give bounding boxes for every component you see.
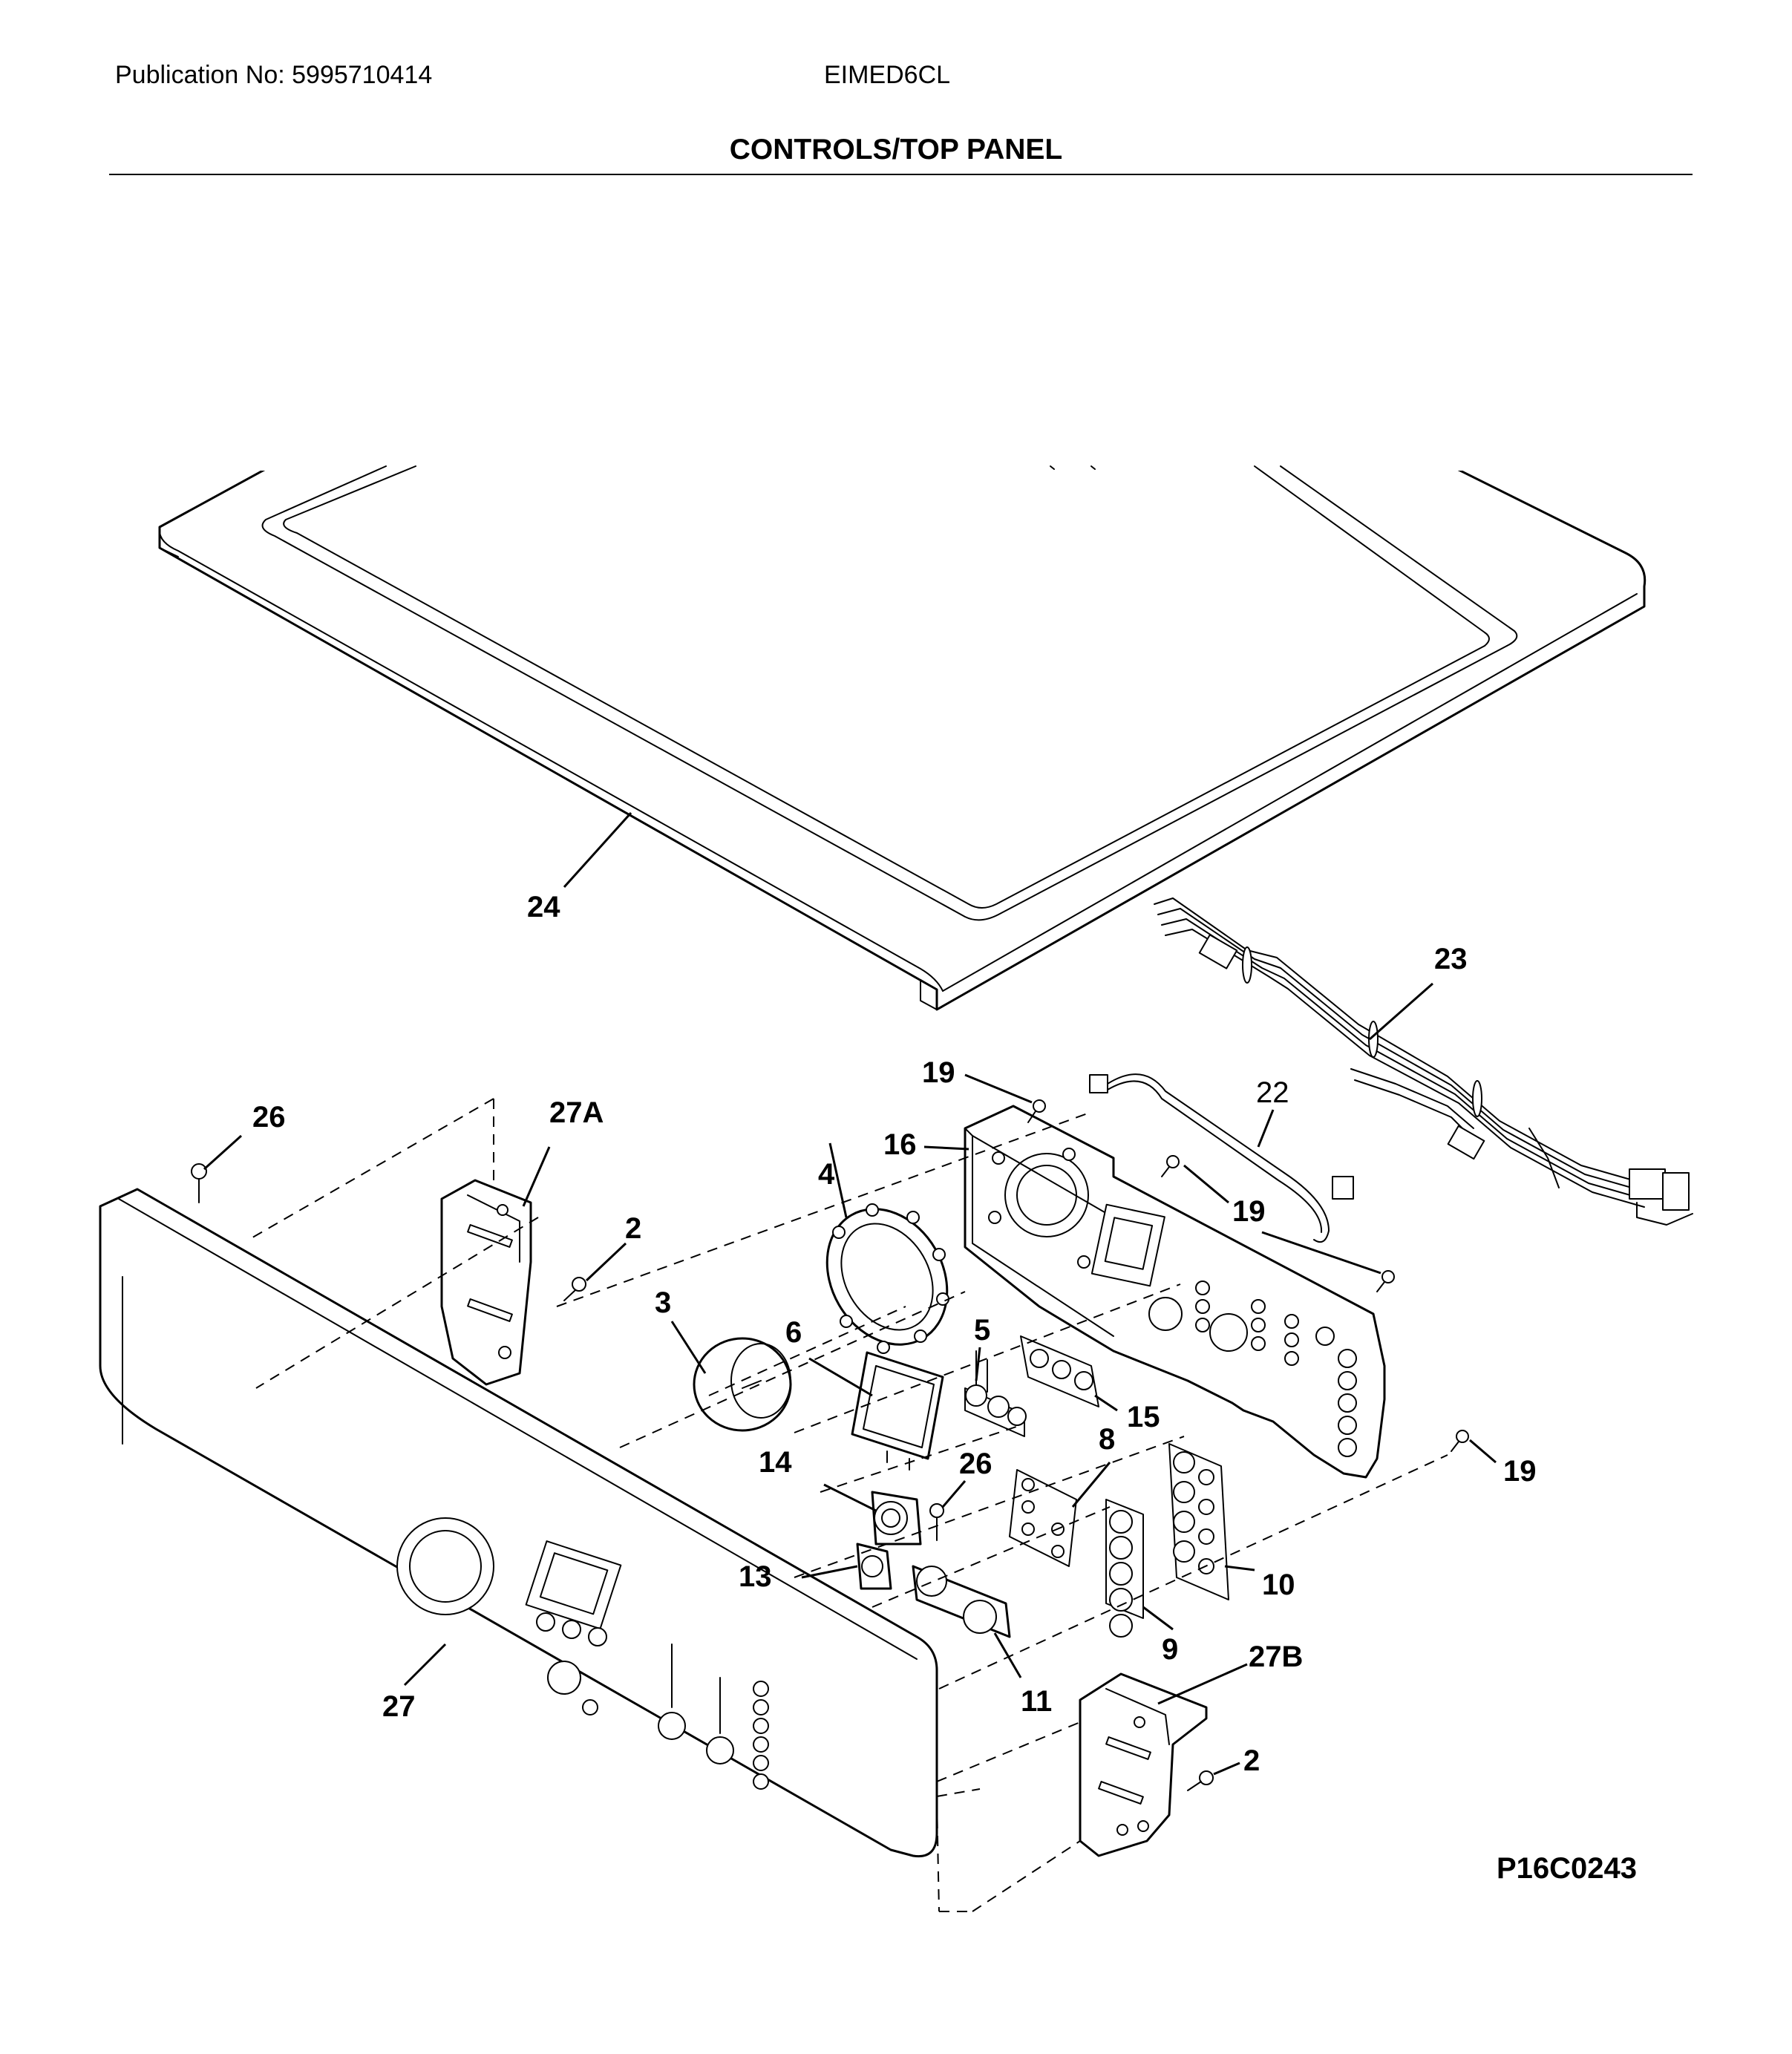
callout-4: 4 [818, 1158, 835, 1191]
knob-base-14 [871, 1491, 922, 1546]
section-title: CONTROLS/TOP PANEL [729, 134, 1063, 166]
callout-19-right: 19 [1503, 1455, 1537, 1488]
callout-23: 23 [1434, 943, 1468, 975]
callout-3: 3 [655, 1286, 671, 1319]
bracket-27b [1079, 1672, 1208, 1857]
screw-19b [1161, 1155, 1180, 1177]
publication-number: Publication No: 5995710414 [115, 61, 433, 89]
screw-26b [929, 1503, 944, 1541]
lens-6 [851, 1351, 944, 1471]
buttons-11 [912, 1565, 1011, 1638]
screw-2a [563, 1277, 586, 1301]
button-block-15 [1020, 1335, 1099, 1407]
assembly-lines [248, 1098, 1448, 1912]
callout-13: 13 [739, 1560, 772, 1593]
callout-15: 15 [1127, 1401, 1160, 1433]
drawing-code: P16C0243 [1497, 1852, 1637, 1885]
callout-8: 8 [1099, 1423, 1115, 1456]
callout-27b: 27B [1249, 1641, 1303, 1673]
callout-19-top: 19 [922, 1056, 955, 1089]
callout-16: 16 [883, 1128, 917, 1161]
callout-22: 22 [1256, 1076, 1289, 1109]
callout-27a: 27A [549, 1096, 604, 1129]
callout-2-upper: 2 [625, 1212, 641, 1245]
header-rule [109, 174, 1693, 175]
encoder-13 [856, 1543, 892, 1590]
wire-22 [1089, 1073, 1354, 1243]
callout-14: 14 [759, 1446, 792, 1479]
button-5 [964, 1350, 1027, 1437]
callout-6: 6 [785, 1316, 802, 1349]
callout-2-lower: 2 [1243, 1744, 1260, 1777]
bracket-27a [440, 1179, 532, 1386]
callout-9: 9 [1162, 1633, 1178, 1666]
callout-26-center: 26 [959, 1448, 993, 1480]
callout-26-left: 26 [252, 1101, 286, 1134]
screw-19c [1376, 1270, 1395, 1292]
switch-8 [1009, 1469, 1077, 1567]
wire-harness [1154, 897, 1693, 1226]
screw-26a [191, 1163, 207, 1203]
callout-11: 11 [1021, 1685, 1052, 1718]
model-number: EIMED6CL [824, 61, 951, 89]
callout-27: 27 [382, 1690, 416, 1723]
callout-19-middle: 19 [1232, 1195, 1266, 1228]
leader-lines [203, 811, 1497, 1776]
callout-10: 10 [1262, 1569, 1295, 1601]
control-board [964, 1105, 1386, 1479]
screw-19a [1027, 1099, 1046, 1123]
screw-2b [1187, 1770, 1214, 1791]
knob-3 [693, 1337, 792, 1432]
top-panel [158, 460, 1647, 1011]
buttons-9 [1105, 1499, 1144, 1638]
callout-5: 5 [974, 1314, 990, 1347]
callout-24: 24 [527, 891, 560, 923]
screw-19d [1451, 1430, 1469, 1452]
ring-4 [825, 1203, 949, 1354]
buttons-10 [1168, 1443, 1229, 1600]
